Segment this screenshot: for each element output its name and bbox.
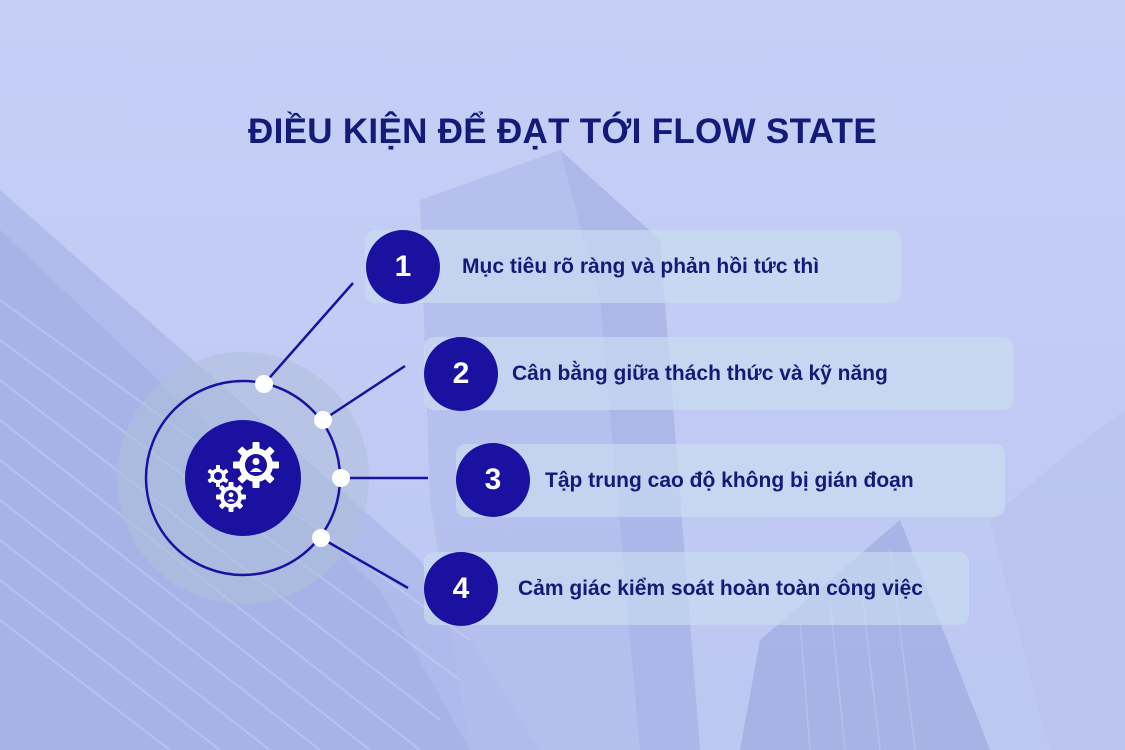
item-card-4 (424, 552, 969, 625)
item-number-badge-4: 4 (424, 552, 498, 626)
ring-dot-1 (255, 375, 273, 393)
item-text-2: Cân bằng giữa thách thức và kỹ năng (512, 361, 888, 385)
item-text-3: Tập trung cao độ không bị gián đoạn (545, 468, 914, 492)
item-card-3 (456, 444, 1005, 517)
item-card-2 (424, 337, 1013, 410)
connector-1 (263, 282, 354, 385)
item-text-4: Cảm giác kiểm soát hoàn toàn công việc (518, 576, 923, 600)
ring-dot-3 (332, 469, 350, 487)
item-number-badge-1: 1 (366, 230, 440, 304)
ring-dot-4 (312, 529, 330, 547)
gears-with-people-icon (207, 442, 279, 512)
item-card-1 (365, 230, 901, 303)
item-number-badge-2: 2 (424, 337, 498, 411)
ring-dot-2 (314, 411, 332, 429)
page-title: ĐIỀU KIỆN ĐỂ ĐẠT TỚI FLOW STATE (248, 112, 877, 151)
connector-2 (322, 364, 406, 422)
item-text-1: Mục tiêu rõ ràng và phản hồi tức thì (462, 254, 820, 278)
item-number-badge-3: 3 (456, 443, 530, 517)
connector-4 (320, 536, 409, 590)
